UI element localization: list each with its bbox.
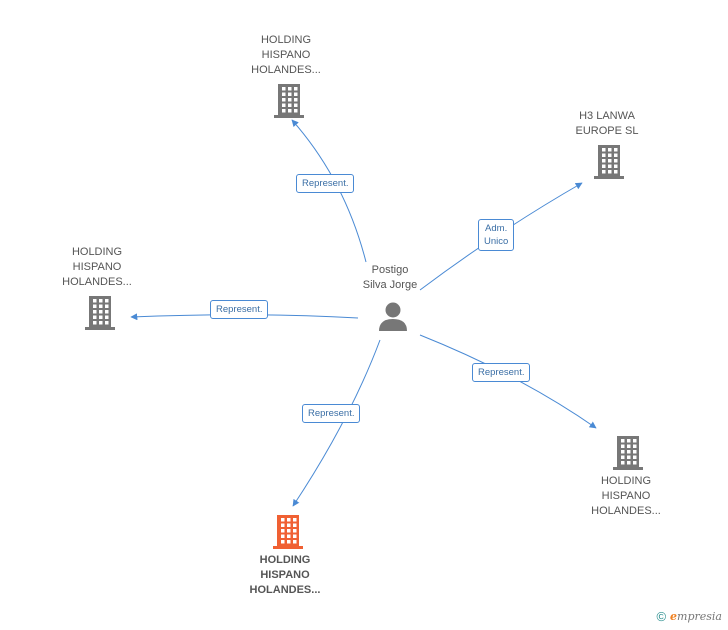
- copyright-icon: ©: [656, 609, 667, 624]
- relation-label-h3[interactable]: Adm. Unico: [478, 219, 515, 251]
- building-icon[interactable]: [594, 145, 624, 179]
- company-label-top[interactable]: HOLDING HISPANO HOLANDES...: [251, 34, 321, 76]
- brand-logo[interactable]: © empresia: [656, 609, 722, 624]
- building-icon[interactable]: [273, 515, 303, 549]
- edges: [130, 119, 597, 507]
- company-label-bottom[interactable]: HOLDING HISPANO HOLANDES...: [249, 554, 321, 596]
- brand-rest: mpresia: [677, 610, 722, 623]
- edge-to-bottom: [292, 339, 381, 507]
- relation-label-bottom-right[interactable]: Represent.: [472, 363, 531, 382]
- relation-label-bottom[interactable]: Represent.: [302, 404, 361, 423]
- person-name[interactable]: Postigo Silva Jorge: [362, 264, 418, 291]
- company-label-left[interactable]: HOLDING HISPANO HOLANDES...: [62, 246, 132, 288]
- relation-label-top[interactable]: Represent.: [296, 174, 355, 193]
- relation-label-left[interactable]: Represent.: [210, 300, 269, 319]
- person-icon[interactable]: [379, 302, 407, 332]
- building-icon[interactable]: [85, 296, 115, 330]
- building-icon[interactable]: [274, 84, 304, 118]
- brand-initial: e: [670, 610, 678, 623]
- building-icon[interactable]: [613, 436, 643, 470]
- company-label-h3[interactable]: H3 LANWA EUROPE SL: [575, 110, 639, 137]
- company-label-bottom-right[interactable]: HOLDING HISPANO HOLANDES...: [591, 475, 661, 517]
